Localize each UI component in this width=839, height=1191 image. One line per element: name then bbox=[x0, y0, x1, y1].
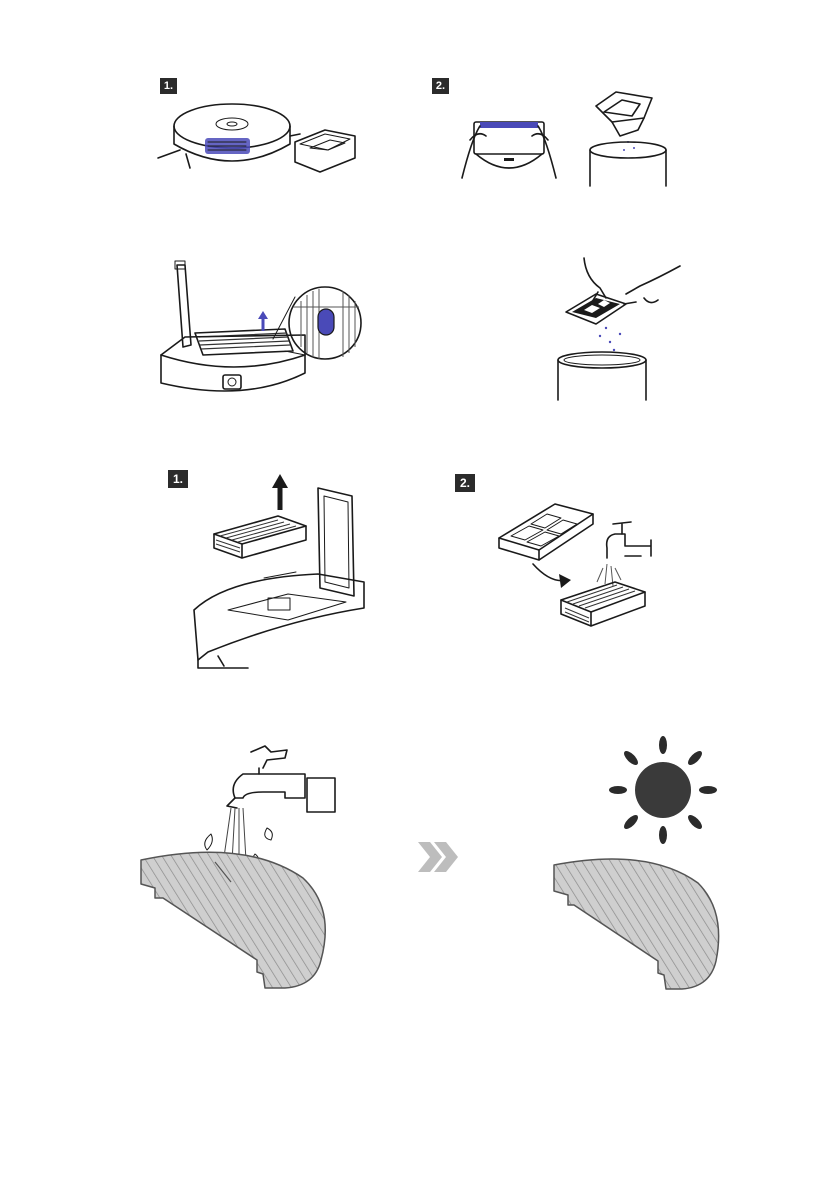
panel-remove-dustbin: 1. bbox=[150, 78, 360, 188]
wash-mop-illustration bbox=[135, 738, 345, 993]
open-dustbin-illustration bbox=[155, 255, 370, 405]
panel-dry-mop bbox=[548, 735, 723, 995]
dustbin-over-trash-can-illustration bbox=[582, 78, 682, 188]
panel-wash-mop bbox=[135, 738, 345, 993]
panel-rinse-filter: 2. bbox=[455, 474, 675, 654]
double-chevron-arrow-icon bbox=[418, 842, 460, 872]
tapping-filter-illustration bbox=[540, 258, 690, 403]
panel-tap-filter bbox=[540, 258, 690, 403]
panel-open-dustbin-lid bbox=[155, 255, 370, 405]
panel-lift-filter: 1. bbox=[168, 470, 373, 675]
panel-empty-dustbin: 2. bbox=[432, 78, 672, 188]
lift-filter-illustration bbox=[168, 470, 373, 675]
sun-icon bbox=[608, 735, 718, 845]
robot-vacuum-illustration bbox=[150, 78, 360, 188]
rinse-filter-illustration bbox=[455, 474, 675, 654]
dry-mop-illustration bbox=[548, 853, 723, 993]
